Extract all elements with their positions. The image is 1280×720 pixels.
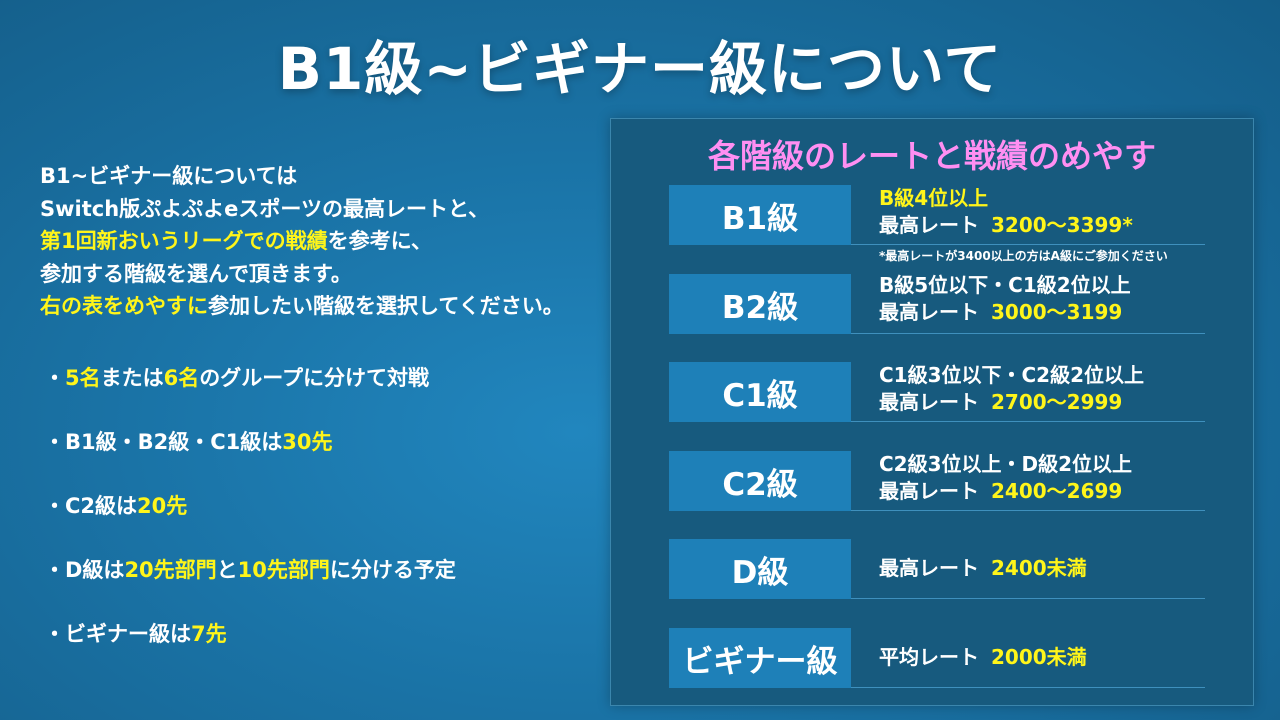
- intro-text-part: 参加したい階級を選択してください。: [208, 294, 564, 318]
- intro-highlight: 右の表をめやすに: [40, 294, 208, 318]
- intro-line: B1~ビギナー級については: [40, 164, 298, 188]
- rule-highlight: 6名: [163, 366, 200, 390]
- intro-text: B1~ビギナー級については Switch版ぷよぷよeスポーツの最高レートと、 第…: [40, 160, 600, 323]
- rule-text: に分ける予定: [329, 558, 456, 582]
- rate-label: 平均レート: [879, 645, 979, 669]
- tier-info: B級5位以下・C1級2位以上 最高レート 3000～3199: [879, 272, 1219, 326]
- rule-highlight: 20先: [137, 494, 188, 518]
- tier-rate-row: 最高レート 2400未満: [879, 555, 1219, 582]
- tier-rate-row: 最高レート 2700～2999: [879, 389, 1219, 416]
- tier-condition: B級5位以下・C1級2位以上: [879, 273, 1131, 297]
- tier-note: *最高レートが3400以上の方はA級にご参加ください: [879, 249, 1168, 263]
- rule-highlight: 20先部門: [124, 558, 217, 582]
- rule-text: ・ビギナー級は: [44, 622, 191, 646]
- rule-highlight: 7先: [191, 622, 227, 646]
- tier-condition: C2級3位以上・D級2位以上: [879, 452, 1133, 476]
- intro-line: Switch版ぷよぷよeスポーツの最高レートと、: [40, 196, 490, 221]
- tier-d: D級 最高レート 2400未満: [611, 539, 1253, 599]
- rate-value: 2000未満: [991, 645, 1087, 669]
- rule-item-group: ・5名または6名のグループに分けて対戦: [44, 362, 429, 392]
- intro-text-part: を参考に、: [327, 229, 432, 253]
- tier-condition: B級4位以上: [879, 186, 989, 210]
- tier-label: C2級: [669, 451, 851, 511]
- rule-highlight: 30先: [282, 430, 333, 454]
- rate-label: 最高レート: [879, 390, 979, 414]
- rule-text: と: [216, 558, 238, 582]
- tier-beginner: ビギナー級 平均レート 2000未満: [611, 628, 1253, 688]
- tier-rate-row: 最高レート 3000～3199: [879, 299, 1219, 326]
- rule-item-b-c1: ・B1級・B2級・C1級は30先: [44, 426, 333, 456]
- rule-text: ・: [44, 366, 65, 390]
- tier-rate-row: 平均レート 2000未満: [879, 644, 1219, 671]
- rule-item-d: ・D級は20先部門と10先部門に分ける予定: [44, 554, 456, 584]
- rule-highlight: 10先部門: [237, 558, 330, 582]
- rate-value: 3200～3399*: [991, 213, 1133, 237]
- rule-text: ・D級は: [44, 558, 125, 582]
- rate-value: 2700～2999: [991, 390, 1123, 414]
- tier-b1: B1級 B級4位以上 最高レート 3200～3399* *最高レートが3400以上…: [611, 185, 1253, 263]
- page-title: B1級~ビギナー級について: [277, 35, 1003, 103]
- tier-rate-row: 最高レート 3200～3399*: [879, 212, 1219, 239]
- tier-divider: [851, 687, 1205, 688]
- tier-label: C1級: [669, 362, 851, 422]
- rate-value: 2400未満: [991, 556, 1087, 580]
- tier-b2: B2級 B級5位以下・C1級2位以上 最高レート 3000～3199: [611, 272, 1253, 334]
- intro-line: 第1回新おいうリーグでの戦績を参考に、: [40, 225, 600, 258]
- tier-divider: [851, 598, 1205, 599]
- tier-divider: [851, 421, 1205, 422]
- tier-label: ビギナー級: [669, 628, 851, 688]
- rate-label: 最高レート: [879, 213, 979, 237]
- intro-line: 参加する階級を選んで頂きます。: [40, 261, 352, 286]
- tier-divider: [851, 333, 1205, 334]
- tier-condition: C1級3位以下・C2級2位以上: [879, 363, 1145, 387]
- tier-c1: C1級 C1級3位以下・C2級2位以上 最高レート 2700～2999: [611, 362, 1253, 422]
- tier-label: B1級: [669, 185, 851, 245]
- rate-value: 2400～2699: [991, 479, 1123, 503]
- tier-label: B2級: [669, 274, 851, 334]
- tier-info: C1級3位以下・C2級2位以上 最高レート 2700～2999: [879, 362, 1219, 416]
- rule-text: のグループに分けて対戦: [199, 366, 429, 390]
- tier-c2: C2級 C2級3位以上・D級2位以上 最高レート 2400～2699: [611, 451, 1253, 511]
- tier-info: 平均レート 2000未満: [879, 644, 1219, 671]
- rule-text: ・C2級は: [44, 494, 138, 518]
- tier-rate-row: 最高レート 2400～2699: [879, 478, 1219, 505]
- tier-info: B級4位以上 最高レート 3200～3399*: [879, 185, 1219, 239]
- rate-value: 3000～3199: [991, 300, 1123, 324]
- rule-text: または: [100, 366, 164, 390]
- rate-guide-panel: 各階級のレートと戦績のめやす B1級 B級4位以上 最高レート 3200～3399…: [610, 118, 1254, 706]
- tier-info: 最高レート 2400未満: [879, 555, 1219, 582]
- rule-highlight: 5名: [65, 366, 101, 390]
- intro-highlight: 第1回新おいうリーグでの戦績: [40, 229, 328, 253]
- rule-item-c2: ・C2級は20先: [44, 490, 187, 520]
- rate-label: 最高レート: [879, 479, 979, 503]
- tier-info: C2級3位以上・D級2位以上 最高レート 2400～2699: [879, 451, 1219, 505]
- rule-text: ・B1級・B2級・C1級は: [44, 430, 283, 454]
- intro-line: 右の表をめやすに参加したい階級を選択してください。: [40, 290, 600, 323]
- tier-divider: [851, 510, 1205, 511]
- panel-title: 各階級のレートと戦績のめやす: [707, 137, 1156, 175]
- rate-label: 最高レート: [879, 556, 979, 580]
- rule-item-beginner: ・ビギナー級は7先: [44, 618, 227, 648]
- tier-label: D級: [669, 539, 851, 599]
- rate-label: 最高レート: [879, 300, 979, 324]
- tier-divider: [851, 244, 1205, 245]
